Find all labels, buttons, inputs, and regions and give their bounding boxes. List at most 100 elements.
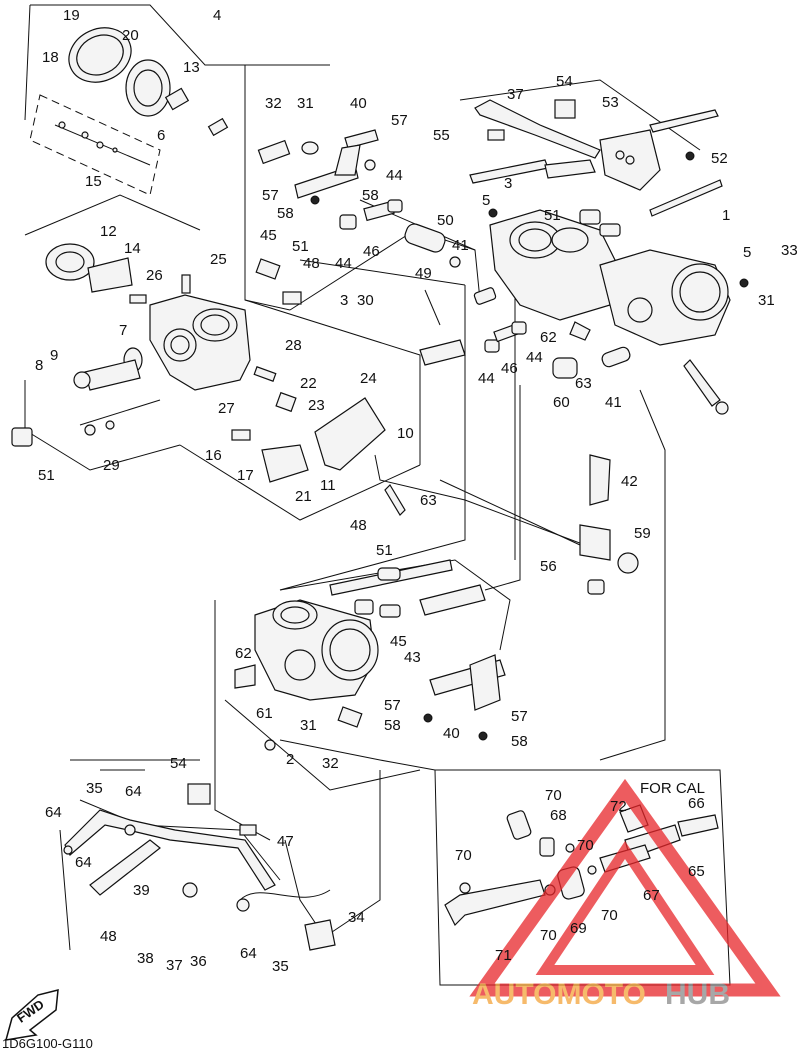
callout-c6: 6 <box>157 127 165 144</box>
callout-c41a: 41 <box>452 237 469 254</box>
callout-c16: 16 <box>205 447 222 464</box>
middle-right-parts <box>439 321 639 595</box>
callout-c70a: 70 <box>545 787 562 804</box>
callout-c57b: 57 <box>262 187 279 204</box>
callout-c58a: 58 <box>277 205 294 222</box>
callout-c60: 60 <box>553 394 570 411</box>
callout-c28: 28 <box>285 337 302 354</box>
callout-c55: 55 <box>433 127 450 144</box>
callout-c70d: 70 <box>601 907 618 924</box>
callout-c13: 13 <box>183 59 200 76</box>
fwd-arrow: FWD <box>4 989 59 1041</box>
carburetor-body-lower <box>234 559 506 751</box>
watermark-brand-a: AUTOMOTO <box>472 978 646 1011</box>
callout-c32b: 32 <box>322 755 339 772</box>
callout-c42: 42 <box>621 473 638 490</box>
watermark-triangle <box>469 778 781 997</box>
callout-c41b: 41 <box>605 394 622 411</box>
callout-c34: 34 <box>348 909 365 926</box>
callout-c63a: 63 <box>420 492 437 509</box>
callout-c10: 10 <box>397 425 414 442</box>
callout-c46b: 46 <box>501 360 518 377</box>
callout-c70c: 70 <box>455 847 472 864</box>
wire-harness-bottom <box>63 769 336 951</box>
callout-c7: 7 <box>119 322 127 339</box>
callout-c47: 47 <box>277 833 294 850</box>
callout-c14: 14 <box>124 240 141 257</box>
callout-c18: 18 <box>42 49 59 66</box>
callout-c46a: 46 <box>363 243 380 260</box>
callout-c37b: 37 <box>166 957 183 974</box>
callout-c48b: 48 <box>350 517 367 534</box>
callout-c51d: 51 <box>376 542 393 559</box>
cover-diaphragm-group <box>45 27 229 304</box>
callout-c44c: 44 <box>526 349 543 366</box>
callout-c53: 53 <box>602 94 619 111</box>
callout-c4: 4 <box>213 7 221 24</box>
callout-c3a: 3 <box>340 292 348 309</box>
callout-c3b: 3 <box>504 175 512 192</box>
callout-c36: 36 <box>190 953 207 970</box>
callout-c57c: 57 <box>384 697 401 714</box>
diagram-code: 1D6G100-G110 <box>2 1036 93 1051</box>
callout-c35a: 35 <box>86 780 103 797</box>
callout-c44a: 44 <box>386 167 403 184</box>
callout-c66: 66 <box>688 795 705 812</box>
callout-c57a: 57 <box>391 112 408 129</box>
callout-c2: 2 <box>286 751 294 768</box>
callout-c11: 11 <box>320 477 336 494</box>
callout-c27: 27 <box>218 400 235 417</box>
callout-c15: 15 <box>85 173 102 190</box>
callout-c59: 59 <box>634 525 651 542</box>
callout-c20: 20 <box>122 27 139 44</box>
callout-c30: 30 <box>357 292 374 309</box>
watermark-brand-b: HUB <box>665 978 730 1011</box>
callout-c23: 23 <box>308 397 325 414</box>
callout-c67: 67 <box>643 887 660 904</box>
callout-c64c: 64 <box>75 854 92 871</box>
callout-c63b: 63 <box>575 375 592 392</box>
callout-c5b: 5 <box>743 244 751 261</box>
pilot-jet-parts <box>231 289 466 516</box>
callout-c8: 8 <box>35 357 43 374</box>
callout-c56: 56 <box>540 558 557 575</box>
carburetor-body-upper-left <box>11 258 302 447</box>
callout-c62b: 62 <box>235 645 252 662</box>
callout-c61: 61 <box>256 705 273 722</box>
callout-c5a: 5 <box>482 192 490 209</box>
callout-c57d: 57 <box>511 708 528 725</box>
callout-c71: 71 <box>495 947 512 964</box>
throttle-linkage-top <box>469 99 723 217</box>
watermark-logo: AUTOMOTO HUB <box>469 778 781 1011</box>
callout-c64b: 64 <box>45 804 62 821</box>
callout-c39: 39 <box>133 882 150 899</box>
callout-c48c: 48 <box>100 928 117 945</box>
callout-c45b: 45 <box>390 633 407 650</box>
callout-c37a: 37 <box>507 86 524 103</box>
callout-c31b: 31 <box>758 292 775 309</box>
callout-c9: 9 <box>50 347 58 364</box>
callout-c58d: 58 <box>511 733 528 750</box>
callout-c58b: 58 <box>362 187 379 204</box>
callout-c17: 17 <box>237 467 254 484</box>
callout-c1: 1 <box>722 207 730 224</box>
callout-c51b: 51 <box>292 238 309 255</box>
callout-c40a: 40 <box>350 95 367 112</box>
carburetor-body-upper-right <box>488 208 749 415</box>
callout-c40b: 40 <box>443 725 460 742</box>
callout-c51c: 51 <box>544 207 561 224</box>
callout-c44b: 44 <box>335 255 352 272</box>
callout-c49: 49 <box>415 265 432 282</box>
callout-c48a: 48 <box>303 255 320 272</box>
callout-c21: 21 <box>295 488 312 505</box>
callout-c64d: 64 <box>240 945 257 962</box>
callout-c54a: 54 <box>556 73 573 90</box>
callout-c32a: 32 <box>265 95 282 112</box>
callout-c26: 26 <box>146 267 163 284</box>
callout-c33: 33 <box>781 242 798 259</box>
callout-c68: 68 <box>550 807 567 824</box>
callout-c58c: 58 <box>384 717 401 734</box>
